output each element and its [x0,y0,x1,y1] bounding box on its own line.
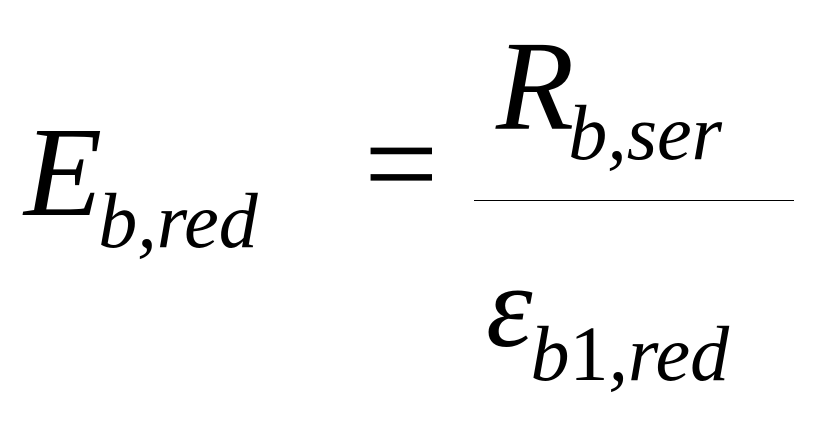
denominator-subscript-rest: ,red [608,310,730,397]
numerator: Rb,ser [496,22,728,172]
denominator-subscript-letter: b [530,310,570,397]
denominator: εb1,red [486,248,731,393]
lhs-term: Eb,red [24,108,262,260]
fraction-bar [474,200,794,201]
lhs-subscript: b,red [98,177,258,264]
numerator-subscript: b,ser [568,89,723,176]
equals-sign: = [364,90,439,237]
denominator-symbol: ε [486,241,533,372]
denominator-subscript: b1,red [531,310,730,397]
lhs-symbol: E [24,101,103,243]
denominator-subscript-digit: 1 [569,310,609,397]
numerator-symbol: R [496,15,575,157]
